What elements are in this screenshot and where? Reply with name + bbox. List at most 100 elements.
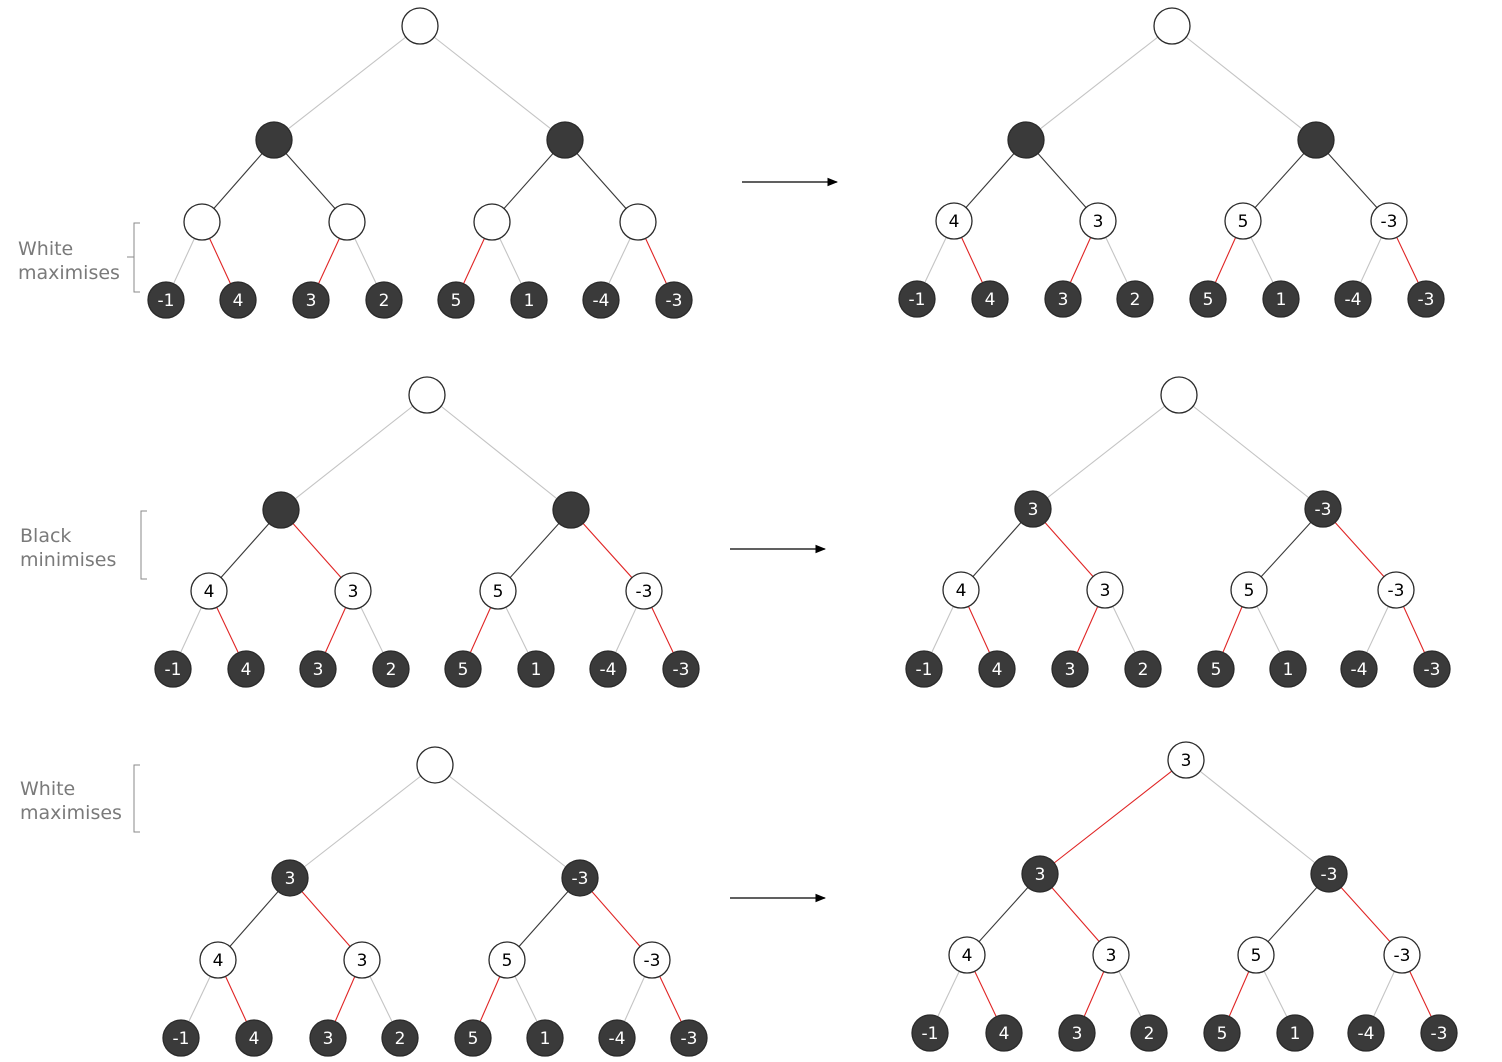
level1-node-circle (561, 859, 599, 897)
root-node (1153, 7, 1191, 45)
edge-root-to-level1 (419, 25, 566, 141)
root-node (1160, 376, 1198, 414)
level2-node-value: 3 (1100, 581, 1111, 601)
leaf-node: 1 (1262, 280, 1300, 318)
root-node-circle (416, 746, 454, 784)
leaf-node-circle (1413, 650, 1451, 688)
leaf-node-value: 5 (458, 660, 469, 680)
edge-root-to-level1 (1039, 759, 1187, 875)
side-label-white-maximises-1: White maximises (18, 222, 140, 293)
leaf-node-value: -1 (158, 291, 175, 311)
level2-node-value: 5 (493, 582, 504, 602)
side-label-black-minimises: Black minimises (20, 510, 147, 580)
leaf-node-value: 3 (313, 660, 324, 680)
leaf-node-circle (154, 650, 192, 688)
level2-node-circle (1370, 202, 1408, 240)
leaf-node-circle (1130, 1014, 1168, 1052)
level2-node-value: 5 (1244, 581, 1255, 601)
level1-node (552, 491, 590, 529)
root-node-value: 3 (1181, 751, 1192, 771)
leaf-node-circle (1334, 280, 1372, 318)
level1-node (1297, 121, 1335, 159)
bracket (127, 222, 140, 293)
level1-node-circle (552, 491, 590, 529)
level2-node-circle (619, 203, 657, 241)
leaf-node: 2 (1130, 1014, 1168, 1052)
leaf-node-circle (1051, 650, 1089, 688)
leaf-node: 3 (1044, 280, 1082, 318)
leaf-node-circle (437, 281, 475, 319)
level2-node-circle (633, 941, 671, 979)
level2-node-circle (1224, 202, 1262, 240)
level2-node: 5 (1224, 202, 1262, 240)
leaf-node-value: 4 (999, 1024, 1010, 1044)
leaf-node: 2 (365, 281, 403, 319)
leaf-node-value: 4 (985, 290, 996, 310)
level2-node (473, 203, 511, 241)
leaf-node-circle (1269, 650, 1307, 688)
level2-node: 4 (942, 571, 980, 609)
leaf-node: -3 (1413, 650, 1451, 688)
root-node: 3 (1167, 741, 1205, 779)
level2-node-circle (1230, 571, 1268, 609)
leaf-node: -3 (1420, 1014, 1458, 1052)
leaf-node-circle (299, 650, 337, 688)
level2-node-circle (625, 572, 663, 610)
leaf-node-value: 5 (1217, 1024, 1228, 1044)
leaf-node-circle (510, 281, 548, 319)
level2-node-circle (343, 941, 381, 979)
level2-node-circle (1086, 571, 1124, 609)
level2-node-circle (1092, 936, 1130, 974)
leaf-node-value: 3 (1058, 290, 1069, 310)
level1-node-value: -3 (572, 869, 589, 889)
leaf-node: -4 (1340, 650, 1378, 688)
leaf-node-circle (381, 1019, 419, 1057)
leaf-node-value: 1 (531, 660, 542, 680)
level2-node-value: 3 (1093, 212, 1104, 232)
leaf-node-circle (517, 650, 555, 688)
leaf-node-circle (1124, 650, 1162, 688)
level2-node (183, 203, 221, 241)
leaf-node-value: 3 (1065, 660, 1076, 680)
leaf-node: 3 (309, 1019, 347, 1057)
side-label-line: minimises (20, 549, 116, 571)
leaf-node-circle (905, 650, 943, 688)
root-node (401, 7, 439, 45)
level2-node-value: 4 (962, 946, 973, 966)
leaf-node-circle (1203, 1014, 1241, 1052)
level2-node-value: -3 (644, 951, 661, 971)
leaf-node: -4 (1334, 280, 1372, 318)
leaf-node-value: -1 (922, 1024, 939, 1044)
leaf-node: -4 (589, 650, 627, 688)
leaf-node: 1 (526, 1019, 564, 1057)
leaf-node-value: 1 (1276, 290, 1287, 310)
leaf-node: -4 (1347, 1014, 1385, 1052)
leaf-node-circle (655, 281, 693, 319)
root-node-circle (408, 376, 446, 414)
level2-node-circle (948, 936, 986, 974)
level2-node-circle (1377, 571, 1415, 609)
level2-node: -3 (1370, 202, 1408, 240)
leaf-node: 3 (1051, 650, 1089, 688)
side-label-line: Black (20, 525, 71, 547)
leaf-node: 5 (1197, 650, 1235, 688)
leaf-node-circle (1116, 280, 1154, 318)
level1-node-circle (255, 121, 293, 159)
leaf-node: 4 (219, 281, 257, 319)
level2-node-value: -3 (1381, 212, 1398, 232)
leaf-node: -1 (154, 650, 192, 688)
level2-node-value: 4 (204, 582, 215, 602)
leaf-node-circle (227, 650, 265, 688)
root-node (416, 746, 454, 784)
leaf-node: 3 (299, 650, 337, 688)
level2-node: 5 (488, 941, 526, 979)
leaf-node-circle (1420, 1014, 1458, 1052)
level2-node-value: 3 (357, 951, 368, 971)
leaf-node-circle (911, 1014, 949, 1052)
edge-root-to-level1 (273, 25, 421, 141)
leaf-node-circle (1262, 280, 1300, 318)
leaf-node-value: -4 (609, 1029, 626, 1049)
